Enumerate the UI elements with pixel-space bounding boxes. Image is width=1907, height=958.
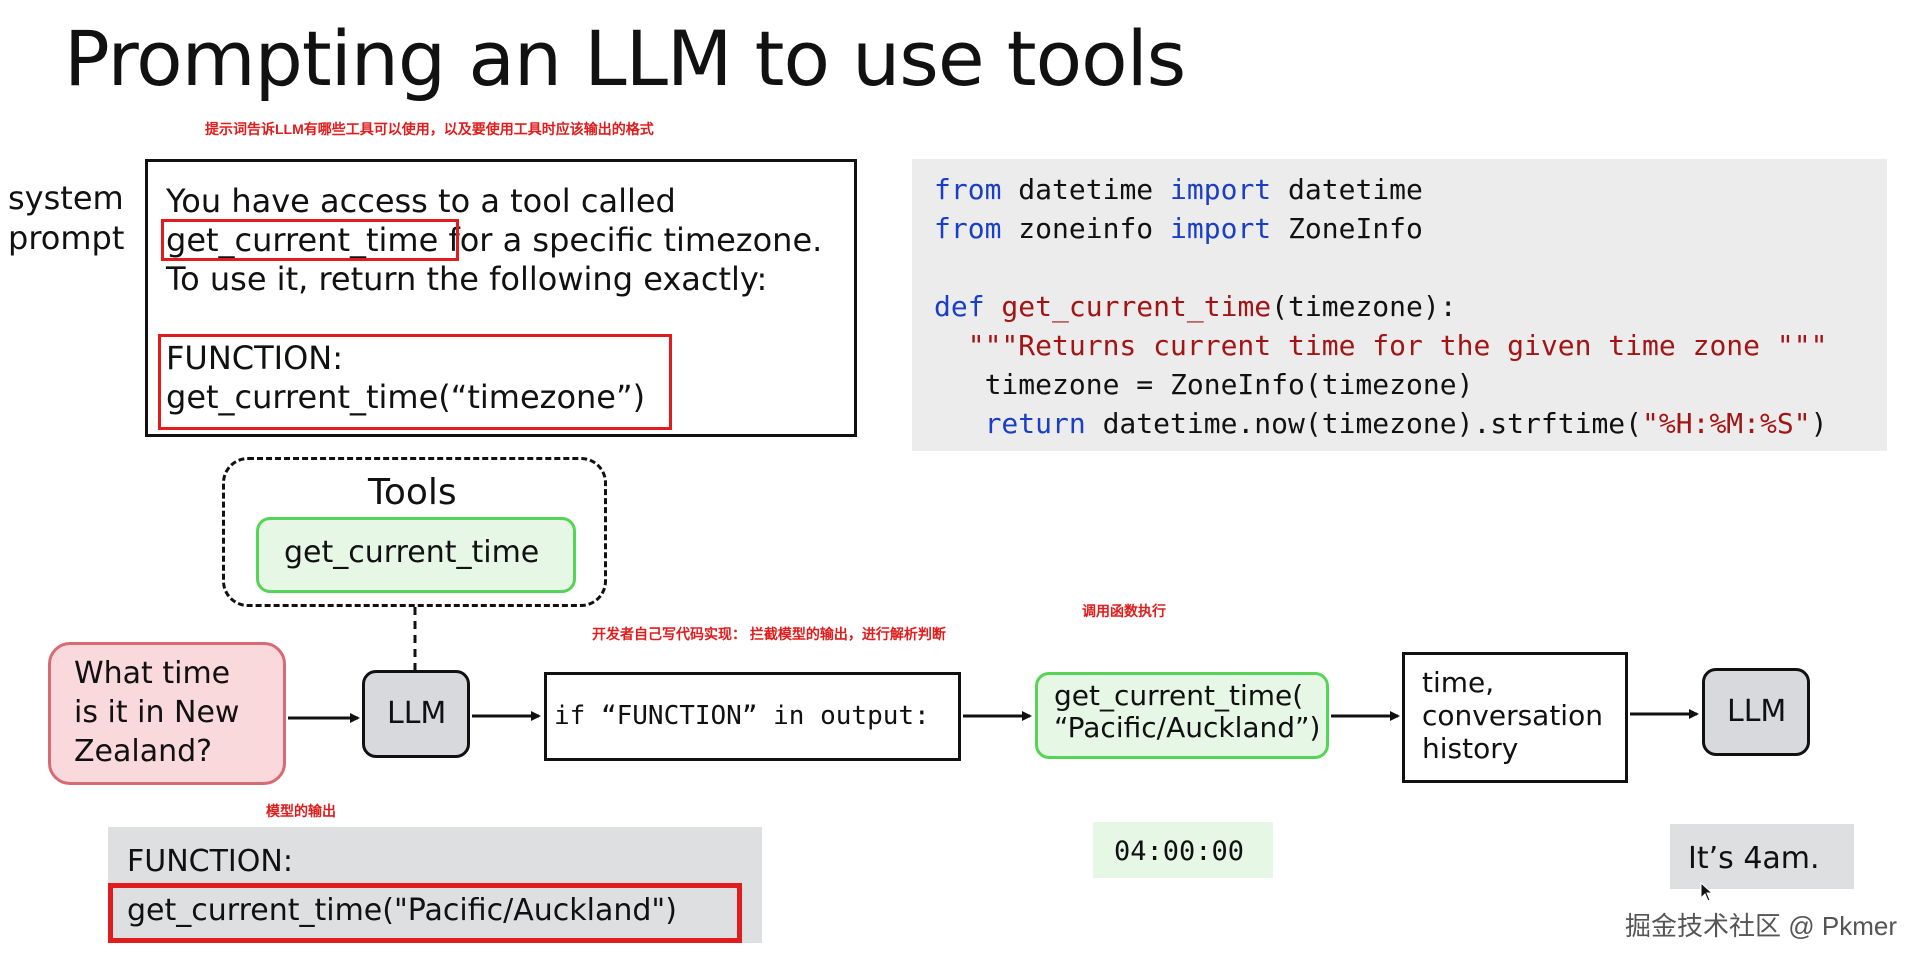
code-docstring: """Returns current time for the given ti…	[934, 329, 1828, 362]
code-text: datetime	[1271, 173, 1423, 206]
system-prompt-box	[145, 159, 857, 437]
code-keyword: from	[934, 173, 1002, 206]
code-keyword: from	[934, 212, 1002, 245]
code-panel: from datetime import datetime from zonei…	[912, 159, 1887, 451]
history-line1: time,	[1422, 666, 1495, 699]
llm-node-2-label: LLM	[1727, 694, 1787, 729]
code-keyword: def	[934, 290, 985, 323]
code-block: from datetime import datetime from zonei…	[934, 170, 1827, 443]
llm-node-2	[1702, 668, 1810, 756]
code-keyword: return	[934, 407, 1086, 440]
code-text: )	[1810, 407, 1828, 440]
function-format-red-outline	[158, 334, 672, 430]
check-function-code: if “FUNCTION” in output:	[554, 701, 930, 731]
time-result-chip	[1093, 822, 1273, 878]
code-text: (timezone):	[1271, 290, 1457, 323]
mouse-cursor-icon	[1700, 882, 1714, 902]
function-format-line1: FUNCTION:	[166, 339, 343, 377]
question-line1: What time	[74, 656, 231, 691]
function-call-box	[1035, 672, 1329, 759]
question-line3: Zealand?	[74, 734, 213, 769]
tool-name-red-outline	[161, 219, 459, 261]
code-keyword: import	[1170, 212, 1272, 245]
model-output-line1: FUNCTION:	[127, 844, 293, 879]
user-question-box	[48, 642, 286, 785]
answer-text: It’s 4am.	[1688, 841, 1820, 876]
history-text: time, conversation history	[1422, 666, 1603, 765]
annotation-model-output: 模型的输出	[266, 803, 336, 819]
code-text: datetime	[1001, 173, 1171, 206]
code-text: ZoneInfo	[1271, 212, 1423, 245]
system-label-line1: system	[8, 179, 124, 217]
history-box	[1402, 652, 1628, 783]
tools-item-label: get_current_time	[284, 535, 540, 570]
model-output-red-outline	[108, 883, 742, 943]
system-prompt-line2: get_current_time for a specific timezone…	[166, 221, 822, 260]
system-prompt-label: system prompt	[8, 178, 124, 258]
annotation-parser: 开发者自己写代码实现： 拦截模型的输出，进行解析判断	[592, 626, 946, 642]
tools-item-box	[256, 517, 576, 593]
annotation-exec: 调用函数执行	[1082, 603, 1166, 619]
system-prompt-line3: To use it, return the following exactly:	[166, 260, 768, 298]
code-string: "%H:%M:%S"	[1642, 407, 1811, 440]
tools-title: Tools	[368, 472, 457, 513]
llm-node-1	[362, 670, 470, 758]
system-prompt-line2-rest: for a specific timezone.	[438, 221, 823, 259]
history-line3: history	[1422, 732, 1519, 765]
check-function-box	[544, 672, 961, 761]
system-prompt-line1: You have access to a tool called	[166, 182, 676, 220]
history-line2: conversation	[1422, 699, 1603, 732]
code-text: datetime.now(timezone).strftime(	[1085, 407, 1643, 440]
code-text: timezone = ZoneInfo(timezone)	[934, 368, 1474, 401]
watermark: 掘金技术社区 @ Pkmer	[1625, 911, 1897, 941]
answer-chip	[1670, 824, 1854, 889]
code-keyword: import	[1170, 173, 1272, 206]
code-function-name: get_current_time	[984, 290, 1272, 323]
llm-node-1-label: LLM	[387, 696, 447, 731]
tools-container	[222, 457, 607, 607]
function-call-line2: “Pacific/Auckland”)	[1054, 711, 1321, 744]
tool-name-highlight: get_current_time	[166, 221, 439, 259]
code-text: zoneinfo	[1001, 212, 1171, 245]
time-result-text: 04:00:00	[1114, 836, 1245, 867]
annotation-top: 提示词告诉LLM有哪些工具可以使用，以及要使用工具时应该输出的格式	[205, 121, 654, 137]
system-label-line2: prompt	[8, 219, 125, 257]
function-call-text: get_current_time( “Pacific/Auckland”)	[1054, 680, 1320, 744]
user-question-text: What time is it in New Zealand?	[74, 654, 239, 771]
question-line2: is it in New	[74, 695, 240, 730]
function-format-line2: get_current_time(“timezone”)	[166, 378, 646, 416]
page-title: Prompting an LLM to use tools	[64, 14, 1186, 103]
model-output-line2: get_current_time("Pacific/Auckland")	[127, 893, 677, 928]
function-call-line1: get_current_time(	[1054, 679, 1304, 712]
